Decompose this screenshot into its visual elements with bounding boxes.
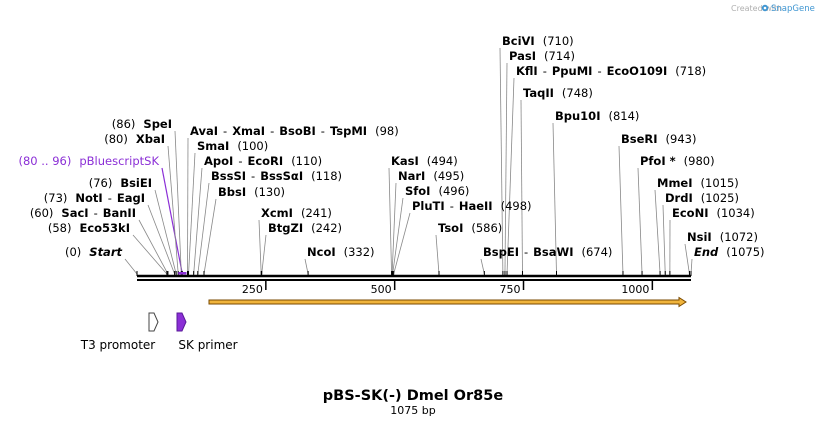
leader-line [193,167,203,275]
t3-promoter-arrow-icon[interactable] [148,312,159,332]
enzyme-label[interactable]: BseRI(943) [621,132,696,146]
backbone [137,274,691,281]
enzyme-label[interactable]: AvaI-XmaI-BsoBI-TspMI(98) [190,124,399,138]
enzyme-label[interactable]: SfoI(496) [405,184,469,198]
map-subtitle: 1075 bp [390,404,435,417]
leader-line [154,189,177,275]
cut-site-marks [136,271,692,276]
leader-line [499,47,504,275]
leader-line [520,99,523,275]
enzyme-label[interactable]: End(1075) [694,245,765,259]
leader-line [618,145,624,275]
enzyme-label[interactable]: (76)BsiEI [89,176,152,190]
enzyme-label[interactable]: (58)Eco53kI [48,221,130,235]
enzyme-label[interactable]: BssSI-BssSαI(118) [211,169,342,183]
leader-line [684,243,690,275]
leader-line [662,204,666,275]
enzyme-label[interactable]: DrdI(1025) [665,191,739,205]
leader-line [161,167,183,275]
leader-line [393,212,411,275]
enzyme-label[interactable]: BspEI-BsaWI(674) [483,245,612,259]
leader-line [391,182,397,275]
leader-lines [124,47,693,275]
enzyme-label[interactable]: TaqII(748) [523,86,593,100]
feature-annotations: T3 promoter SK primer [80,312,238,352]
scale-tick-label: 750 [500,283,521,296]
enzyme-label[interactable]: TsoI(586) [438,221,502,235]
enzyme-label[interactable]: XcmI(241) [261,206,332,220]
scale-ticks: 250 500 750 1000 [242,281,654,296]
enzyme-label[interactable]: NcoI(332) [307,245,375,259]
leader-line [138,219,169,275]
scale-tick-label: 1000 [621,283,649,296]
enzyme-label[interactable]: EcoNI(1034) [672,206,755,220]
leader-line [392,197,404,275]
scale-tick-label: 250 [242,283,263,296]
enzyme-label[interactable]: NsiI(1072) [687,230,758,244]
enzyme-label[interactable]: (60)SacI-BanII [30,206,136,220]
enzyme-label[interactable]: KasI(494) [391,154,458,168]
leader-line [552,122,557,275]
enzyme-label[interactable]: KflI-PpuMI-EcoO109I(718) [516,64,706,78]
enzyme-label[interactable]: BbsI(130) [218,185,285,199]
leader-line [388,167,392,275]
enzyme-label[interactable]: ApoI-EcoRI(110) [204,154,322,168]
orf-arrow-shape[interactable] [208,296,687,308]
credit-text: Created with [731,4,782,13]
t3-promoter-label[interactable]: T3 promoter [80,338,156,352]
enzyme-label[interactable]: PfoI *(980) [640,154,715,168]
leader-line [258,219,262,275]
enzyme-label[interactable]: MmeI(1015) [657,176,739,190]
orf-arrow[interactable] [208,296,687,308]
leader-line [261,234,267,275]
leader-line [506,77,515,275]
enzyme-label[interactable]: BtgZI(242) [268,221,342,235]
leader-line [197,182,210,275]
enzyme-label[interactable]: PluTI-HaeII(498) [412,199,532,213]
leader-line [203,198,217,275]
leader-line [654,189,661,275]
leader-line [132,234,168,275]
enzyme-labels: (0)Start (58)Eco53kI(60)SacI-BanII(73)Not… [18,34,764,259]
leader-line [167,145,179,275]
enzyme-label[interactable]: (86)SpeI [112,117,172,131]
leader-line [435,234,440,275]
enzyme-label[interactable]: PasI(714) [509,49,575,63]
leader-line [147,204,175,275]
feature-label-pbluescriptsk[interactable]: (80 .. 96)pBluescriptSK [18,154,159,168]
enzyme-label[interactable]: NarI(495) [398,169,464,183]
enzyme-label[interactable]: BciVI(710) [502,34,574,48]
leader-line [480,258,485,275]
leader-line [188,152,196,275]
pbluescriptsk-feature-mark [178,272,187,275]
scale-tick-label: 500 [371,283,392,296]
leader-line [504,62,508,275]
sk-primer-arrow-icon[interactable] [176,312,187,332]
map-title: pBS-SK(-) Dmel Or85e [323,388,504,404]
enzyme-label[interactable]: (0)Start [65,245,123,259]
leader-line [637,167,643,275]
enzyme-label[interactable]: (73)NotI-EagI [44,191,145,205]
sk-primer-label[interactable]: SK primer [178,338,237,352]
credit: Created with SnapGene [731,4,815,14]
enzyme-label[interactable]: Bpu10I(814) [555,109,639,123]
leader-line [304,258,309,275]
leader-line [124,258,138,275]
snapgene-logo-icon [761,4,769,12]
enzyme-label[interactable]: SmaI(100) [197,139,268,153]
credit-brand: SnapGene [771,4,815,14]
enzyme-label[interactable]: (80)XbaI [104,132,165,146]
leader-line [174,130,182,275]
